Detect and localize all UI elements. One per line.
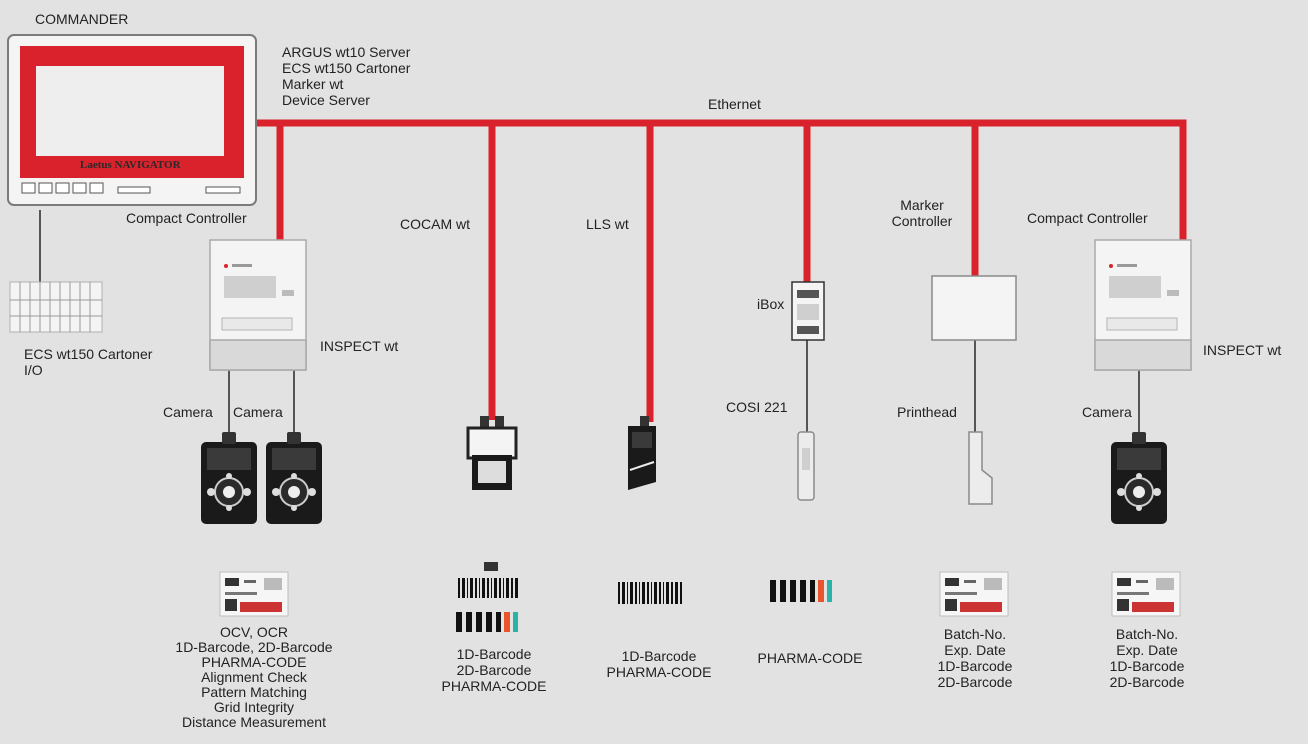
compact-controller-left-label: Compact Controller <box>126 210 247 226</box>
printhead-label: Printhead <box>897 404 957 420</box>
function-item: 1D-Barcode <box>621 648 697 664</box>
functions-cosi: PHARMA-CODE <box>757 650 862 666</box>
server-item: ARGUS wt10 Server <box>282 44 411 60</box>
camera-left-2 <box>265 431 323 525</box>
function-item: Exp. Date <box>944 642 1006 658</box>
function-item: 1D-Barcode <box>937 658 1013 674</box>
camera-right <box>1110 431 1168 525</box>
inspect-left-label: INSPECT wt <box>320 338 399 354</box>
function-item: PHARMA-CODE <box>441 678 547 694</box>
function-item: PHARMA-CODE <box>606 664 712 680</box>
functions-inspect-left: OCV, OCR 1D-Barcode, 2D-Barcode PHARMA-C… <box>175 625 332 730</box>
label-sample-inspect-left <box>219 571 289 617</box>
barcode-samples-cocam <box>456 562 518 632</box>
label-sample-inspect-right <box>1111 571 1181 617</box>
ecs-io-line: ECS wt150 Cartoner <box>24 346 153 362</box>
ibox-device <box>791 281 825 341</box>
function-item: Exp. Date <box>1116 642 1178 658</box>
function-item: Alignment Check <box>201 669 307 685</box>
function-item: Pattern Matching <box>201 684 307 700</box>
compact-controller-left <box>209 239 307 371</box>
server-item: ECS wt150 Cartoner <box>282 60 411 76</box>
functions-inspect-right: Batch-No. Exp. Date 1D-Barcode 2D-Barcod… <box>1110 626 1185 690</box>
camera-label-3: Camera <box>1082 404 1132 420</box>
functions-lls: 1D-Barcode PHARMA-CODE <box>606 648 711 680</box>
function-item: Distance Measurement <box>182 714 326 730</box>
marker-controller-label: Marker Controller <box>892 197 953 229</box>
ecs-io-label: ECS wt150 Cartoner I/O <box>24 346 152 378</box>
function-item: 2D-Barcode <box>937 674 1013 690</box>
lls-device <box>628 416 656 490</box>
function-item: Grid Integrity <box>213 699 295 715</box>
compact-controller-right <box>1094 239 1192 371</box>
ecs-io-line: I/O <box>24 362 43 378</box>
functions-cocam: 1D-Barcode 2D-Barcode PHARMA-CODE <box>441 646 546 694</box>
cocam-device <box>466 416 518 490</box>
marker-controller-line: Controller <box>891 213 953 229</box>
inspect-right-label: INSPECT wt <box>1203 342 1282 358</box>
label-sample-marker <box>939 571 1009 617</box>
camera-left-1 <box>200 431 258 525</box>
ecs-io-module <box>9 281 103 333</box>
lls-label: LLS wt <box>586 216 629 232</box>
marker-controller-box <box>931 275 1017 341</box>
functions-marker: Batch-No. Exp. Date 1D-Barcode 2D-Barcod… <box>938 626 1013 690</box>
camera-label-1: Camera <box>163 404 213 420</box>
function-item: 1D-Barcode, 2D-Barcode <box>175 639 333 655</box>
server-item: Marker wt <box>282 76 344 92</box>
pharma-code-sample-cosi <box>770 580 832 602</box>
device-links <box>39 210 1140 434</box>
commander-terminal <box>7 34 257 206</box>
barcode-sample-lls <box>618 582 682 604</box>
ibox-label: iBox <box>757 296 785 312</box>
function-item: 1D-Barcode <box>456 646 532 662</box>
navigator-screen-text: Laetus NAVIGATOR <box>78 157 183 173</box>
ethernet-label: Ethernet <box>708 96 761 112</box>
cosi-sensor <box>797 431 815 501</box>
function-item: 1D-Barcode <box>1109 658 1185 674</box>
marker-controller-line: Marker <box>900 197 944 213</box>
compact-controller-right-label: Compact Controller <box>1027 210 1148 226</box>
camera-label-2: Camera <box>233 404 283 420</box>
function-item: OCV, OCR <box>220 624 288 640</box>
function-item: 2D-Barcode <box>1109 674 1185 690</box>
function-item: Batch-No. <box>943 626 1007 642</box>
printhead-device <box>968 431 993 505</box>
server-list: ARGUS wt10 Server ECS wt150 Cartoner Mar… <box>282 44 410 108</box>
cosi-label: COSI 221 <box>726 399 788 415</box>
function-item: PHARMA-CODE <box>757 650 863 666</box>
function-item: PHARMA-CODE <box>201 654 307 670</box>
cocam-label: COCAM wt <box>400 216 470 232</box>
commander-title: COMMANDER <box>35 11 129 27</box>
server-item: Device Server <box>282 92 370 108</box>
function-item: 2D-Barcode <box>456 662 532 678</box>
function-item: Batch-No. <box>1115 626 1179 642</box>
ethernet-bus <box>255 119 1187 422</box>
